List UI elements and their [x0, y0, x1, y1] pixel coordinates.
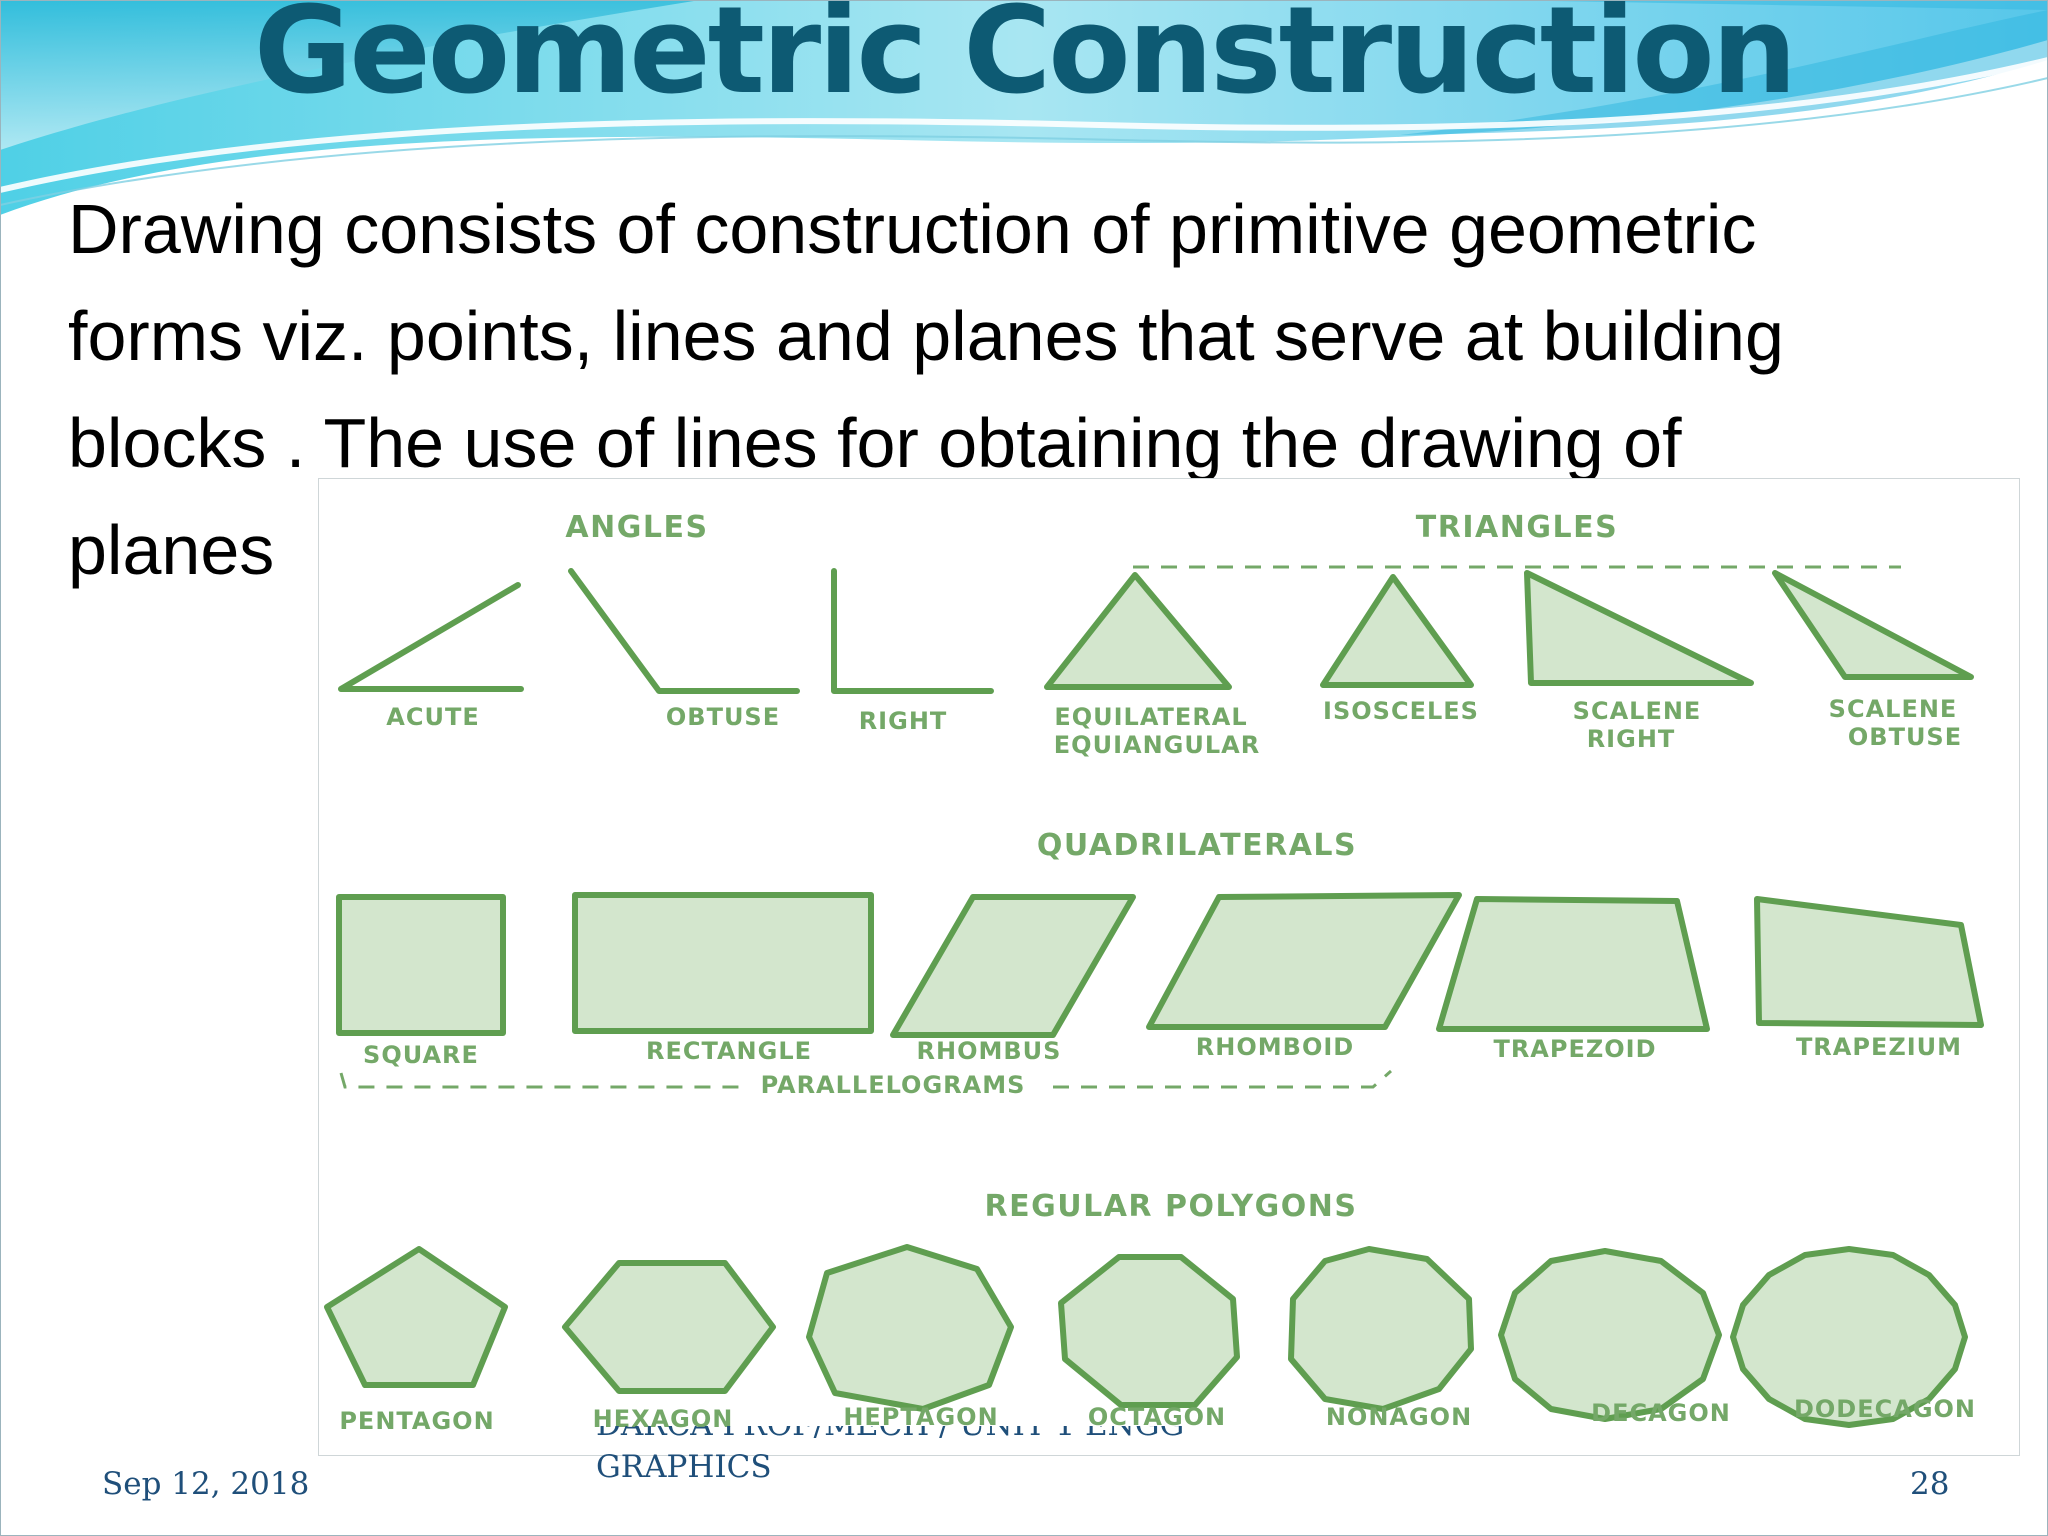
footer-page-number: 28 — [1910, 1466, 1950, 1502]
quad-label-rhombus: RHOMBUS — [917, 1037, 1062, 1065]
triangle-label-right: RIGHT — [1587, 725, 1676, 753]
quad-label-trapezoid: TRAPEZOID — [1493, 1035, 1656, 1063]
parallelograms-bracket-left — [339, 1072, 743, 1089]
footer-course-info: DARCA PROF/MECH / UNIT 1 ENGG GRAPHICS — [596, 1426, 1296, 1512]
obtuse-angle-shape — [568, 568, 800, 694]
nonagon-shape — [1288, 1246, 1474, 1412]
quad-label-rectangle: RECTANGLE — [646, 1037, 812, 1065]
polygon-label-heptagon: HEPTAGON — [843, 1403, 998, 1431]
polygon-label-nonagon: NONAGON — [1326, 1403, 1472, 1431]
pentagon-shape — [324, 1246, 508, 1388]
triangles-header: TRIANGLES — [1416, 510, 1618, 545]
equilateral-triangle-shape — [1044, 572, 1232, 690]
triangle-label-equiangular: EQUIANGULAR — [1054, 731, 1260, 759]
geometric-shapes-diagram: ANGLES TRIANGLES QUADRILATERALS REGULAR … — [324, 510, 1984, 1435]
triangle-label-scalene-2: SCALENE — [1829, 695, 1958, 723]
polygon-label-dodecagon: DODECAGON — [1794, 1395, 1976, 1423]
heptagon-shape — [806, 1244, 1014, 1412]
hexagon-shape — [562, 1260, 776, 1394]
quad-label-square: SQUARE — [363, 1041, 479, 1069]
dodecagon-shape — [1730, 1246, 1968, 1428]
octagon-shape — [1058, 1254, 1240, 1408]
footer-date: Sep 12, 2018 — [102, 1466, 310, 1502]
angle-label-obtuse: OBTUSE — [666, 703, 780, 731]
polygon-label-octagon: OCTAGON — [1088, 1403, 1226, 1431]
triangle-label-isosceles: ISOSCELES — [1323, 697, 1479, 725]
rhombus-shape — [890, 894, 1136, 1038]
rectangle-shape — [572, 892, 874, 1034]
scalene-obtuse-triangle-shape — [1772, 570, 1974, 680]
footer-course-line-1: DARCA PROF/MECH / UNIT 1 ENGG — [596, 1426, 1296, 1446]
parallelograms-bracket-right — [1053, 1069, 1392, 1089]
quad-label-rhomboid: RHOMBOID — [1196, 1033, 1354, 1061]
decagon-shape — [1498, 1248, 1722, 1422]
triangle-label-equilateral: EQUILATERAL — [1054, 703, 1247, 731]
quadrilaterals-header: QUADRILATERALS — [1037, 828, 1357, 863]
angle-label-acute: ACUTE — [386, 703, 479, 731]
trapezoid-shape — [1436, 896, 1710, 1032]
right-angle-shape — [831, 568, 994, 694]
triangle-label-obtuse: OBTUSE — [1848, 723, 1962, 751]
triangle-label-scalene-1: SCALENE — [1573, 697, 1702, 725]
header-wave-decoration — [0, 0, 2048, 215]
scalene-right-triangle-shape — [1524, 570, 1754, 686]
trapezium-shape — [1754, 896, 1984, 1028]
quad-label-trapezium: TRAPEZIUM — [1796, 1033, 1962, 1061]
parallelograms-label: PARALLELOGRAMS — [761, 1071, 1026, 1099]
slide-title: Geometric Construction — [253, 0, 1797, 121]
polygon-label-hexagon: HEXAGON — [593, 1405, 734, 1433]
rhomboid-shape — [1146, 892, 1462, 1030]
square-shape — [336, 894, 506, 1036]
polygon-label-decagon: DECAGON — [1591, 1399, 1731, 1427]
angles-header: ANGLES — [565, 510, 708, 545]
isosceles-triangle-shape — [1320, 574, 1474, 688]
acute-angle-shape — [338, 582, 524, 692]
geometric-shapes-figure: ANGLES TRIANGLES QUADRILATERALS REGULAR … — [318, 478, 2020, 1456]
regular-polygons-header: REGULAR POLYGONS — [985, 1189, 1358, 1224]
body-text: Drawing consists of construction of prim… — [68, 190, 1784, 589]
polygon-label-pentagon: PENTAGON — [339, 1407, 494, 1435]
footer-course-line-2: GRAPHICS — [596, 1449, 772, 1485]
angle-label-right: RIGHT — [859, 707, 948, 735]
